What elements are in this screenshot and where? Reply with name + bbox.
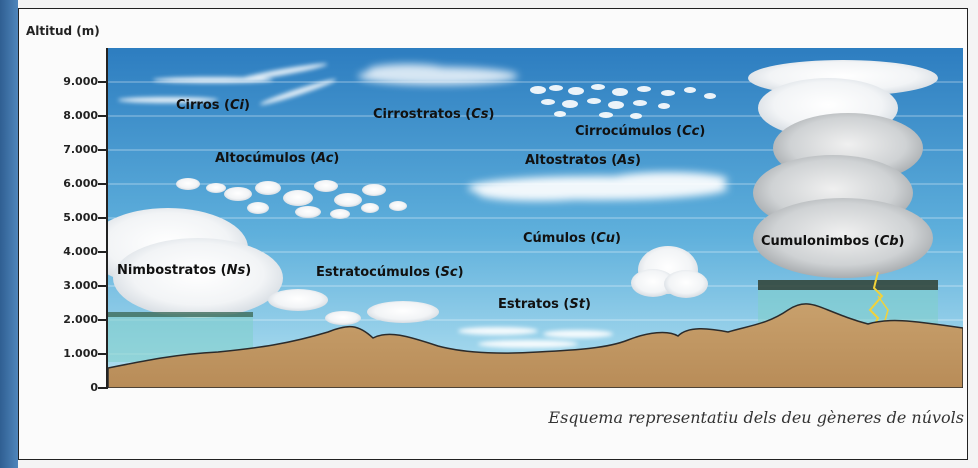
cumulus-cloud xyxy=(631,246,708,298)
label-estratos: Estratos (St) xyxy=(498,297,591,312)
label-nimbostratos: Nimbostratos (Ns) xyxy=(117,263,252,278)
tick-mark xyxy=(98,251,108,253)
tick-mark xyxy=(98,285,108,287)
tick-mark xyxy=(98,217,108,219)
cirrus-cloud xyxy=(118,63,337,105)
altocumulus-cloud xyxy=(176,178,407,219)
label-cirros: Cirros (Ci) xyxy=(176,98,250,113)
cloud-scene: Cirros (Ci) Cirrostratos (Cs) Cirrocúmul… xyxy=(108,48,963,388)
stratocumulus-cloud xyxy=(268,289,439,325)
cirrostratus-cloud xyxy=(358,64,518,85)
tick-label-8000: 8.000 xyxy=(63,109,98,122)
label-estratocumulos: Estratocúmulos (Sc) xyxy=(316,265,464,280)
tick-label-4000: 4.000 xyxy=(63,245,98,258)
label-altostratos: Altostratos (As) xyxy=(525,153,641,168)
tick-label-1000: 1.000 xyxy=(63,347,98,360)
tick-mark xyxy=(98,353,108,355)
nimbostratus-cloud xyxy=(108,208,283,362)
tick-label-7000: 7.000 xyxy=(63,143,98,156)
cumulonimbus-cloud xyxy=(748,60,938,331)
tick-label-0: 0 xyxy=(90,381,98,394)
cirrocumulus-cloud xyxy=(530,84,716,119)
label-cumulos: Cúmulos (Cu) xyxy=(523,231,621,246)
tick-mark xyxy=(98,183,108,185)
label-altocumulos: Altocúmulos (Ac) xyxy=(215,151,340,166)
tick-label-6000: 6.000 xyxy=(63,177,98,190)
tick-mark xyxy=(98,81,108,83)
tick-mark xyxy=(98,115,108,117)
tick-label-2000: 2.000 xyxy=(63,313,98,326)
label-cirrocumulos: Cirrocúmulos (Cc) xyxy=(575,124,706,139)
altitude-axis-title: Altitud (m) xyxy=(26,24,100,38)
stratus-cloud xyxy=(458,327,613,348)
tick-label-3000: 3.000 xyxy=(63,279,98,292)
ground-terrain xyxy=(108,303,963,388)
figure-caption: Esquema representatiu dels deu gèneres d… xyxy=(548,408,964,427)
label-cirrostratos: Cirrostratos (Cs) xyxy=(373,107,495,122)
scene-illustration xyxy=(108,48,963,388)
tick-label-5000: 5.000 xyxy=(63,211,98,224)
tick-mark xyxy=(98,387,108,389)
altostratus-cloud xyxy=(468,172,728,201)
tick-mark xyxy=(98,319,108,321)
tick-label-9000: 9.000 xyxy=(63,75,98,88)
label-cumulonimbos: Cumulonimbos (Cb) xyxy=(761,234,905,249)
side-decoration-band xyxy=(0,0,18,468)
tick-mark xyxy=(98,149,108,151)
